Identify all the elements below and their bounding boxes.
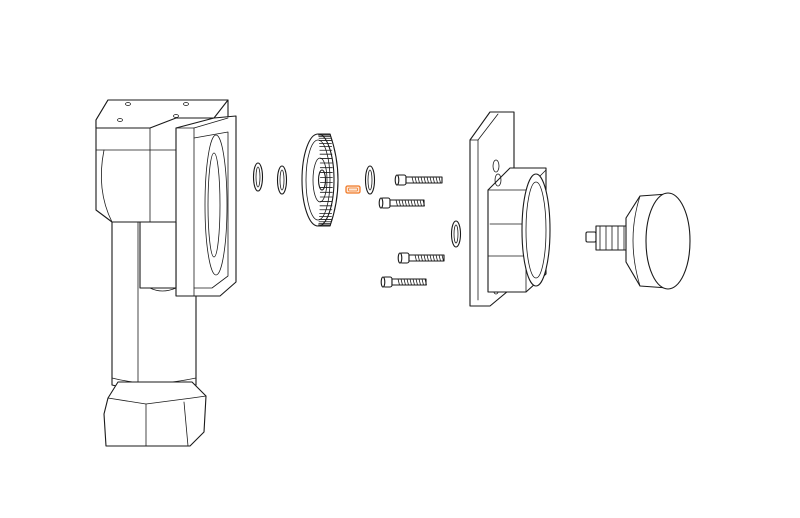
cap-screw xyxy=(378,197,425,209)
retaining-ring-cover xyxy=(450,220,462,248)
knob-with-splined-shaft xyxy=(585,192,691,290)
retaining-ring-left-1 xyxy=(252,162,264,192)
spur-gear xyxy=(301,133,339,227)
key xyxy=(345,185,361,194)
retaining-ring-right xyxy=(364,165,376,195)
cover-plate xyxy=(469,111,551,307)
cap-screw xyxy=(394,174,443,186)
cap-screw xyxy=(397,252,445,264)
cap-screws xyxy=(378,174,445,288)
cap-screw xyxy=(380,276,427,288)
retaining-ring-left-2 xyxy=(276,165,288,195)
main-housing xyxy=(95,99,237,447)
